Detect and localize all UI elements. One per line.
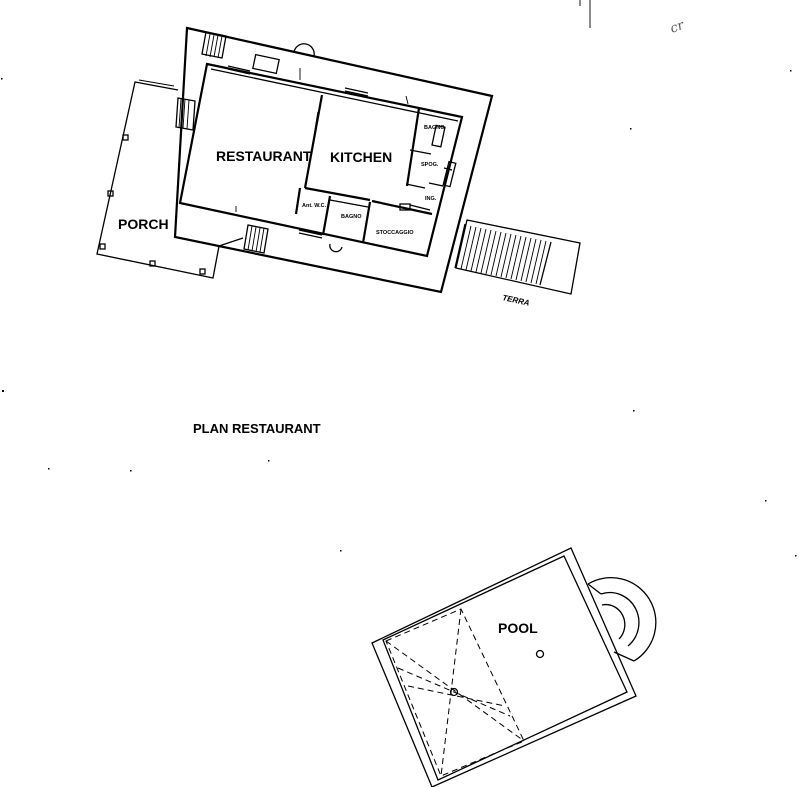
corner-handwritten-mark: cr [668, 18, 687, 37]
plan-title: PLAN RESTAURANT [193, 421, 321, 436]
label-kitchen: KITCHEN [330, 149, 392, 165]
label-bagno-lower: BAGNO [341, 214, 362, 220]
label-spog: SPOG. [421, 162, 439, 168]
right-external-stairs [454, 219, 581, 295]
label-terra: TERRA [502, 293, 531, 308]
label-stoccaggio: STOCCAGGIO [376, 230, 414, 236]
inner-wall-top-line [210, 68, 459, 122]
label-pool: POOL [498, 620, 538, 636]
pool-steps [587, 577, 657, 662]
building-inner-wall [178, 62, 464, 258]
left-entrance-stairs [175, 97, 196, 131]
label-restaurant: RESTAURANT [216, 148, 312, 164]
pool-inner-edge [382, 555, 628, 781]
top-left-stairs [201, 31, 227, 59]
scan-artifacts [1, 0, 797, 557]
top-fireplace [252, 53, 280, 75]
building-outer-wall [173, 26, 494, 294]
restaurant-building [173, 26, 494, 294]
label-bagno-upper: BAGNO [424, 125, 445, 131]
pool [371, 547, 657, 787]
top-chimney [293, 43, 315, 57]
pool-outer-edge [371, 547, 637, 787]
bottom-entrance-stairs [243, 224, 269, 254]
label-porch: PORCH [118, 216, 169, 232]
porch [96, 79, 244, 279]
label-wc: Ant. W.C. [302, 203, 327, 209]
label-ing: ING. [425, 196, 437, 202]
